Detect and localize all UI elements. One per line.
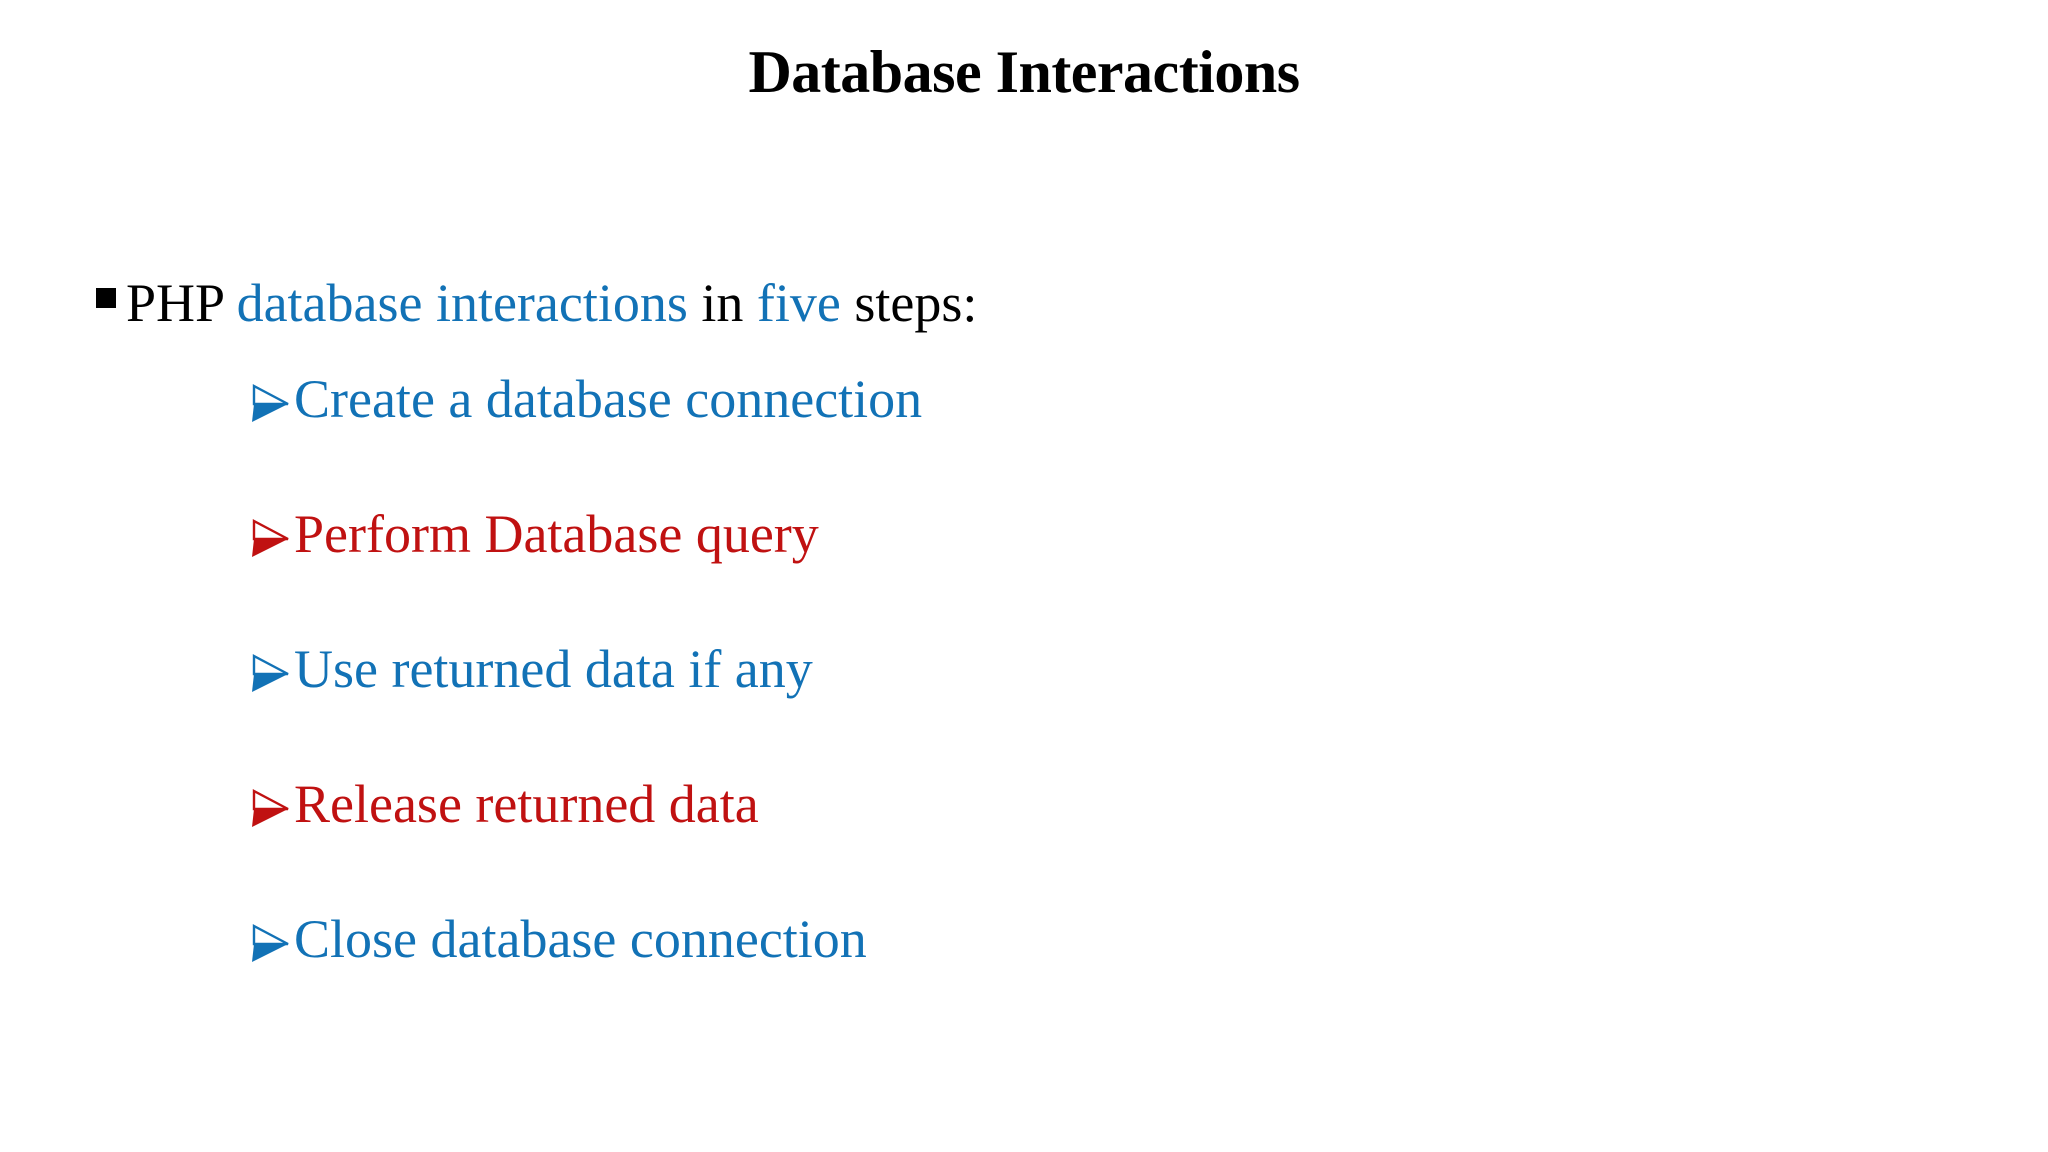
arrowhead-bullet-icon xyxy=(250,773,294,833)
list-item-step-5: Close database connection xyxy=(250,908,1976,1043)
lvl1-segment-2: in xyxy=(687,273,757,333)
square-bullet-icon xyxy=(96,272,126,308)
list-item-step-2: Perform Database query xyxy=(250,503,1976,638)
step-4-text: Release returned data xyxy=(294,774,759,834)
step-3-text: Use returned data if any xyxy=(294,639,813,699)
step-5-text: Close database connection xyxy=(294,909,867,969)
lvl1-segment-1: database interactions xyxy=(236,273,688,333)
lvl1-segment-4: steps: xyxy=(840,273,978,333)
bullet-level1-text: PHP database interactions in five steps: xyxy=(126,272,1976,334)
list-item-step-4: Release returned data xyxy=(250,773,1976,908)
lvl1-segment-3: five xyxy=(756,273,841,333)
step-1-text: Create a database connection xyxy=(294,369,923,429)
slide-title: Database Interactions xyxy=(748,39,1300,105)
arrowhead-bullet-icon xyxy=(250,638,294,698)
lvl1-segment-0: PHP xyxy=(126,273,237,333)
slide-body: PHP database interactions in five steps:… xyxy=(96,272,1976,1043)
arrowhead-bullet-icon xyxy=(250,908,294,968)
arrowhead-bullet-icon xyxy=(250,503,294,563)
arrowhead-bullet-icon xyxy=(250,368,294,428)
list-item-step-1: Create a database connection xyxy=(250,368,1976,503)
list-item-step-3: Use returned data if any xyxy=(250,638,1976,773)
bullet-level1: PHP database interactions in five steps: xyxy=(96,272,1976,334)
step-2-text: Perform Database query xyxy=(294,504,819,564)
steps-list: Create a database connection Perform Dat… xyxy=(96,368,1976,1043)
